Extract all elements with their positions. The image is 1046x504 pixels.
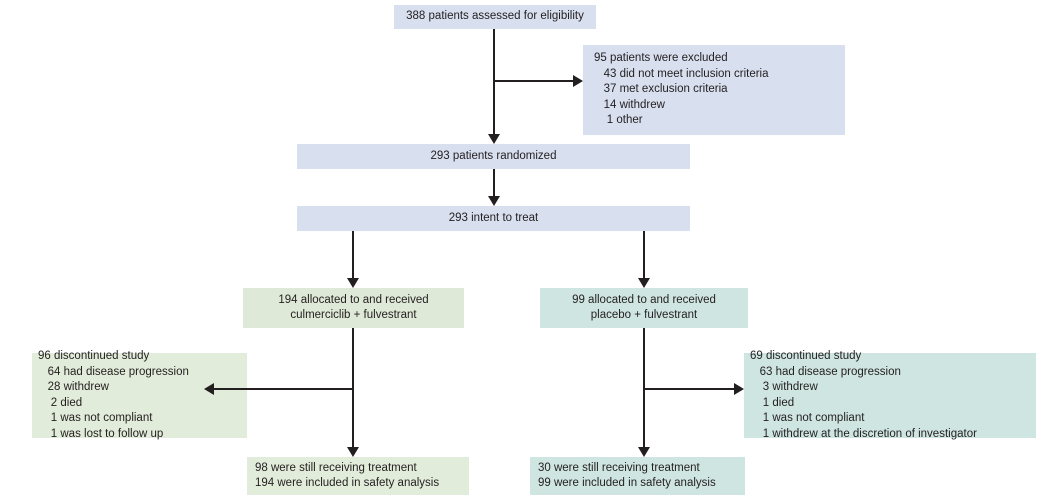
connector-alloc-left-to-discontinued-left bbox=[214, 388, 353, 390]
arrowhead-alloc-right-to-final-right bbox=[638, 447, 650, 457]
node-discontinued-culmerciclib-line-5: 1 was lost to follow up bbox=[38, 427, 164, 440]
arrowhead-itt-to-alloc-left bbox=[347, 278, 359, 288]
node-discontinued-culmerciclib-line-2: 28 withdrew bbox=[38, 381, 109, 393]
node-excluded-line-3: 14 withdrew bbox=[594, 98, 665, 111]
connector-itt-to-alloc-left bbox=[352, 231, 354, 278]
node-randomized: 293 patients randomized bbox=[297, 144, 690, 169]
node-assessed-for-eligibility: 388 patients assessed for eligibility bbox=[394, 5, 596, 29]
node-allocated-placebo: 99 allocated to and received placebo + f… bbox=[540, 288, 748, 328]
node-discontinued-culmerciclib-line-4: 1 was not compliant bbox=[38, 412, 153, 424]
node-discontinued-placebo-line-5: 1 withdrew at the discretion of investig… bbox=[750, 427, 977, 440]
node-discontinued-culmerciclib-line-0: 96 discontinued study bbox=[38, 350, 150, 362]
node-excluded-line-4: 1 other bbox=[594, 114, 643, 127]
node-discontinued-placebo-line-2: 3 withdrew bbox=[750, 381, 818, 393]
node-discontinued-placebo-line-3: 1 died bbox=[750, 396, 795, 409]
node-allocated-placebo-line-1: placebo + fulvestrant bbox=[590, 309, 698, 321]
connector-randomized-to-itt bbox=[493, 169, 495, 196]
arrowhead-alloc-right-to-discontinued-right bbox=[734, 383, 744, 395]
node-excluded-line-1: 43 did not meet inclusion criteria bbox=[594, 67, 769, 80]
node-discontinued-placebo-line-1: 63 had disease progression bbox=[750, 365, 901, 378]
connector-itt-to-alloc-right bbox=[643, 231, 645, 278]
connector-alloc-right-to-final-right bbox=[643, 328, 645, 447]
node-discontinued-placebo: 69 discontinued study 63 had disease pro… bbox=[744, 350, 1036, 440]
node-randomized-line-0: 293 patients randomized bbox=[430, 149, 557, 162]
node-allocated-culmerciclib-line-0: 194 allocated to and received bbox=[278, 293, 429, 306]
arrowhead-alloc-left-to-final-left bbox=[347, 447, 359, 457]
node-discontinued-placebo-line-0: 69 discontinued study bbox=[750, 350, 862, 362]
node-final-culmerciclib: 98 were still receiving treatment 194 we… bbox=[247, 457, 469, 495]
node-discontinued-culmerciclib-line-3: 2 died bbox=[38, 396, 83, 409]
arrowhead-assessed-to-randomized bbox=[488, 134, 500, 144]
node-intent-to-treat: 293 intent to treat bbox=[297, 206, 690, 231]
node-assessed-line-0: 388 patients assessed for eligibility bbox=[406, 10, 584, 23]
node-intent-to-treat-line-0: 293 intent to treat bbox=[448, 211, 539, 224]
arrowhead-assessed-to-excluded bbox=[573, 75, 583, 87]
node-discontinued-culmerciclib: 96 discontinued study 64 had disease pro… bbox=[32, 350, 247, 440]
arrowhead-alloc-left-to-discontinued-left bbox=[204, 383, 214, 395]
arrowhead-itt-to-alloc-right bbox=[638, 278, 650, 288]
node-allocated-placebo-line-0: 99 allocated to and received bbox=[572, 293, 716, 306]
connector-assessed-to-excluded bbox=[493, 80, 573, 82]
node-discontinued-placebo-line-4: 1 was not compliant bbox=[750, 412, 865, 424]
node-excluded-line-0: 95 patients were excluded bbox=[594, 52, 728, 65]
node-discontinued-culmerciclib-line-1: 64 had disease progression bbox=[38, 365, 189, 378]
node-allocated-culmerciclib-line-1: culmerciclib + fulvestrant bbox=[290, 309, 417, 321]
node-final-placebo-line-1: 99 were included in safety analysis bbox=[538, 477, 716, 489]
node-final-culmerciclib-line-0: 98 were still receiving treatment bbox=[255, 461, 417, 474]
node-excluded: 95 patients were excluded 43 did not mee… bbox=[583, 45, 845, 135]
arrowhead-randomized-to-itt bbox=[488, 196, 500, 206]
node-final-placebo: 30 were still receiving treatment 99 wer… bbox=[530, 457, 745, 495]
node-excluded-line-2: 37 met exclusion criteria bbox=[594, 83, 728, 96]
connector-alloc-left-to-final-left bbox=[352, 328, 354, 447]
node-final-culmerciclib-line-1: 194 were included in safety analysis bbox=[255, 477, 440, 489]
node-final-placebo-line-0: 30 were still receiving treatment bbox=[538, 461, 700, 474]
node-allocated-culmerciclib: 194 allocated to and received culmercicl… bbox=[243, 288, 464, 328]
connector-alloc-right-to-discontinued-right bbox=[644, 388, 734, 390]
